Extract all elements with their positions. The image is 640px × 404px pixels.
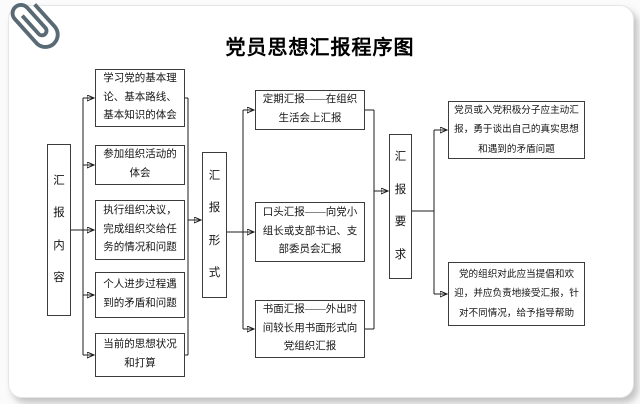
- node-form-item-1: 定期汇报——在组织生活会上汇报: [255, 90, 365, 130]
- page-title: 党员思想汇报程序图: [225, 37, 415, 59]
- node-label: 党的组织对此应当提倡和欢迎，并应负责地接受汇报，针对不同情况，给予指导帮助: [454, 269, 579, 319]
- node-label: 定期汇报——在组织生活会上汇报: [262, 94, 358, 124]
- node-label: 学习党的基本理论、基本路线、基本知识的体会: [103, 72, 177, 122]
- paperclip-icon: [10, 2, 60, 49]
- node-content-item-2: 参加组织活动的体会: [95, 145, 185, 185]
- node-content-item-1: 学习党的基本理论、基本路线、基本知识的体会: [95, 69, 185, 127]
- node-label: 书面汇报——外出时间较长用书面形式向党组织汇报: [262, 303, 358, 353]
- node-label: 执行组织决议，完成组织交给任务的情况和问题: [103, 204, 177, 254]
- node-requirement-item-2: 党的组织对此应当提倡和欢迎，并应负责地接受汇报，针对不同情况，给予指导帮助: [448, 262, 585, 326]
- node-label: 口头汇报——向党小组长或支部书记、支部委员会汇报: [262, 206, 358, 256]
- node-label: 参加组织活动的体会: [103, 149, 177, 179]
- node-content-item-3: 执行组织决议，完成组织交给任务的情况和问题: [95, 200, 185, 260]
- node-label: 当前的思想状况和打算: [103, 339, 177, 369]
- node-stage-report-form: 汇报形式: [202, 152, 227, 298]
- node-label: 个人进步过程遇到的矛盾和问题: [103, 279, 177, 309]
- node-requirement-item-1: 党员或入党积极分子应主动汇报，勇于谈出自己的真实思想和遇到的矛盾问题: [448, 101, 585, 159]
- node-content-item-5: 当前的思想状况和打算: [95, 333, 185, 377]
- node-stage-report-requirement: 汇报要求: [389, 134, 412, 279]
- node-stage-report-content: 汇报内容: [47, 144, 71, 316]
- node-label: 党员或入党积极分子应主动汇报，勇于谈出自己的真实思想和遇到的矛盾问题: [454, 105, 579, 155]
- node-form-item-3: 书面汇报——外出时间较长用书面形式向党组织汇报: [255, 300, 365, 358]
- node-form-item-2: 口头汇报——向党小组长或支部书记、支部委员会汇报: [255, 202, 365, 262]
- node-content-item-4: 个人进步过程遇到的矛盾和问题: [95, 272, 185, 318]
